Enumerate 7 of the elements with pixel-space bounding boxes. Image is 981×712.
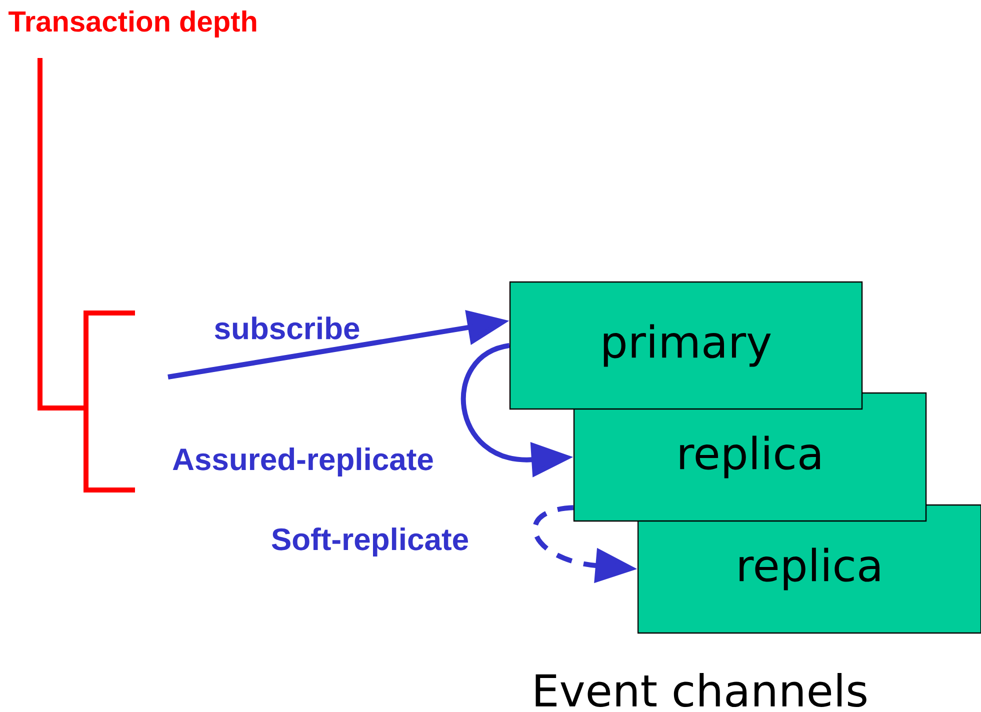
- edge-label: subscribe: [214, 316, 360, 340]
- edge-label: Assured-replicate: [172, 448, 433, 476]
- node-label: replica: [740, 548, 880, 590]
- edge-label: Soft-replicate: [272, 528, 468, 556]
- channel-box: primary: [509, 281, 863, 410]
- axis-title: Transaction depth: [8, 10, 256, 38]
- caption: Event channels: [536, 673, 866, 708]
